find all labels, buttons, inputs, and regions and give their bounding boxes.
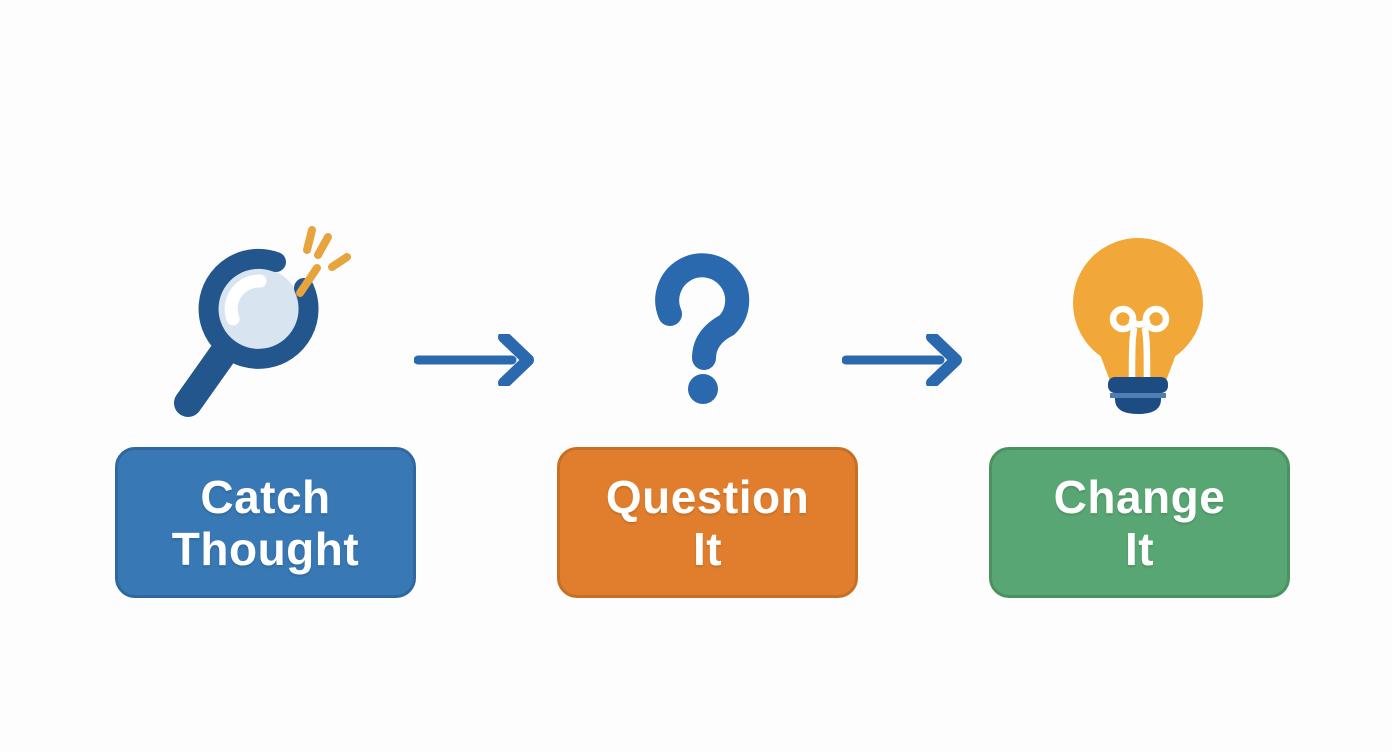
arrow-head	[926, 334, 962, 386]
step-box-catch-thought: Catch Thought	[115, 447, 416, 598]
sparkle-lines	[296, 226, 351, 297]
step-label-line1: Catch	[200, 470, 331, 523]
magnifier-handle	[174, 341, 236, 417]
arrow-right-icon	[842, 334, 962, 386]
arrow-right-icon	[414, 334, 534, 386]
arrow-head	[498, 334, 534, 386]
lightbulb-icon	[1073, 238, 1203, 414]
magnifier-highlight	[224, 274, 267, 326]
step-label-line2: It	[1124, 522, 1155, 575]
question-hook	[655, 253, 750, 370]
step-box-change-it: Change It	[989, 447, 1290, 598]
question-mark-icon	[655, 253, 750, 404]
step-label-line1: Change	[1053, 470, 1226, 523]
magnifying-glass-sparkle-icon	[174, 226, 351, 417]
bulb-base	[1108, 377, 1168, 414]
step-label-line2: Thought	[171, 522, 360, 575]
bulb-glass	[1073, 238, 1203, 381]
step-label-line2: It	[692, 522, 723, 575]
question-dot	[688, 374, 718, 404]
step-label-line1: Question	[605, 470, 810, 523]
step-box-question-it: Question It	[557, 447, 858, 598]
